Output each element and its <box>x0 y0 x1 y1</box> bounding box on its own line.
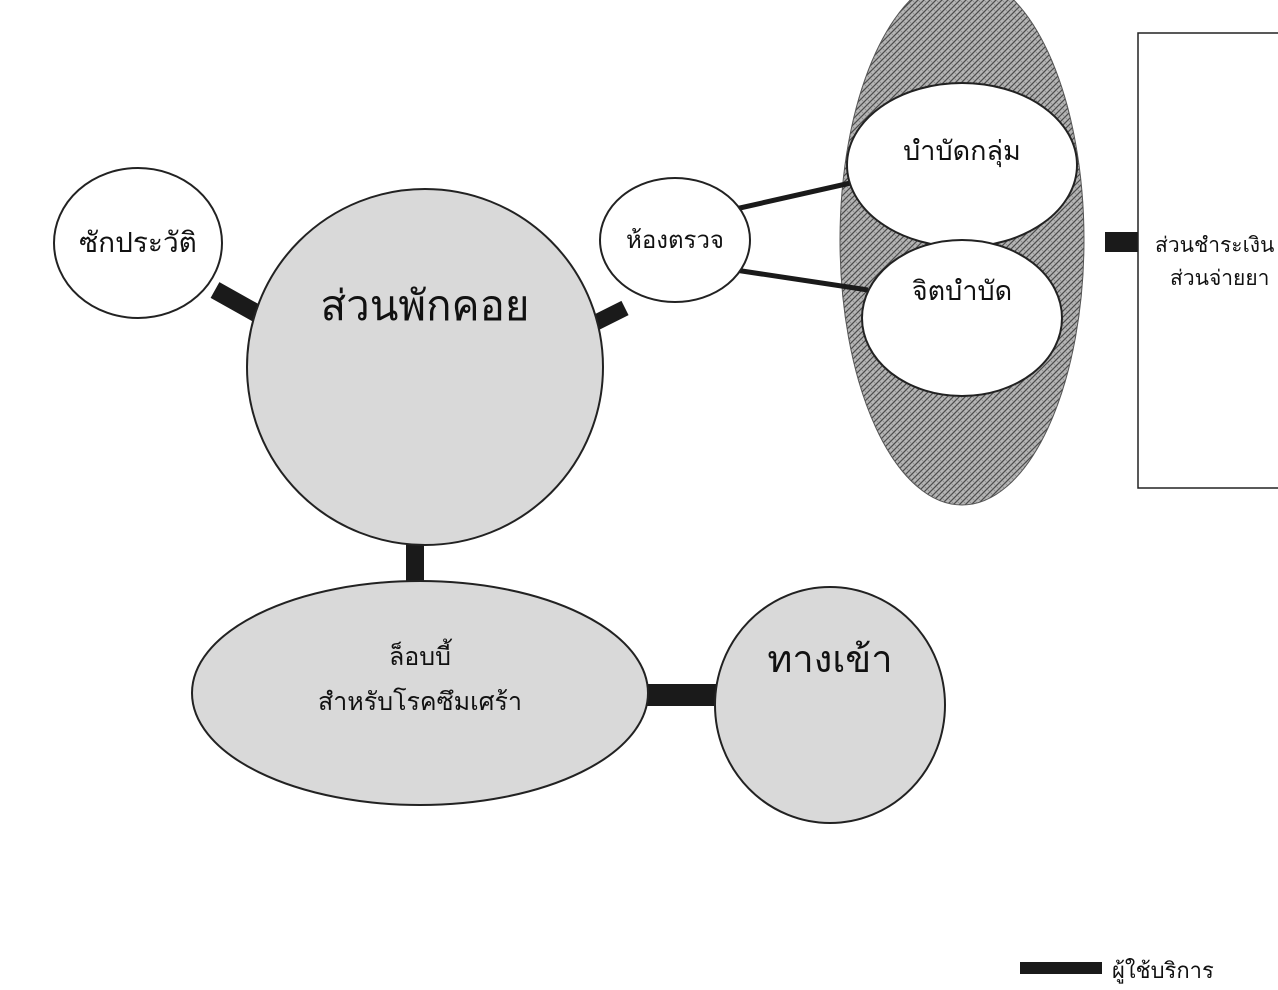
node-lobby-label-line2: สำหรับโรคซึมเศร้า <box>318 687 522 716</box>
node-group-therapy-label: บำบัดกลุ่ม <box>903 136 1021 168</box>
node-history: ซักประวัติ <box>53 167 223 319</box>
node-exam-room: ห้องตรวจ <box>599 177 751 303</box>
node-group-therapy: บำบัดกลุ่ม <box>846 82 1078 248</box>
node-exam-room-label: ห้องตรวจ <box>626 226 724 254</box>
node-waiting-shape <box>246 188 604 546</box>
node-lobby-label-line1: ล็อบบี้ <box>389 638 452 671</box>
node-lobby-shape <box>191 580 649 806</box>
legend: ผู้ใช้บริการ <box>1020 958 1214 984</box>
legend-swatch <box>1020 962 1102 974</box>
node-pharmacy-label: ส่วนจ่ายยา <box>1170 266 1269 290</box>
node-lobby: ล็อบบี้ สำหรับโรคซึมเศร้า <box>191 580 649 806</box>
node-history-shape <box>53 167 223 319</box>
node-history-label: ซักประวัติ <box>79 226 197 259</box>
node-waiting: ส่วนพักคอย <box>246 188 604 546</box>
node-entrance-shape <box>714 586 946 824</box>
node-psychotherapy-label: จิตบำบัด <box>912 276 1012 307</box>
node-entrance-label: ทางเข้า <box>767 637 892 681</box>
node-waiting-label: ส่วนพักคอย <box>321 281 530 330</box>
connector-exam-group <box>721 179 856 215</box>
legend-label: ผู้ใช้บริการ <box>1112 958 1214 984</box>
payment-pharmacy-box <box>1137 32 1278 489</box>
thin-connectors <box>721 179 869 293</box>
connector-exam-psycho <box>721 265 869 293</box>
node-psychotherapy: จิตบำบัด <box>861 239 1063 397</box>
node-payment-label: ส่วนชำระเงิน <box>1155 233 1274 257</box>
node-payment-pharmacy: ส่วนชำระเงิน ส่วนจ่ายยา <box>1155 233 1274 290</box>
node-psychotherapy-shape <box>861 239 1063 397</box>
node-exam-room-shape <box>599 177 751 303</box>
node-entrance: ทางเข้า <box>714 586 946 824</box>
